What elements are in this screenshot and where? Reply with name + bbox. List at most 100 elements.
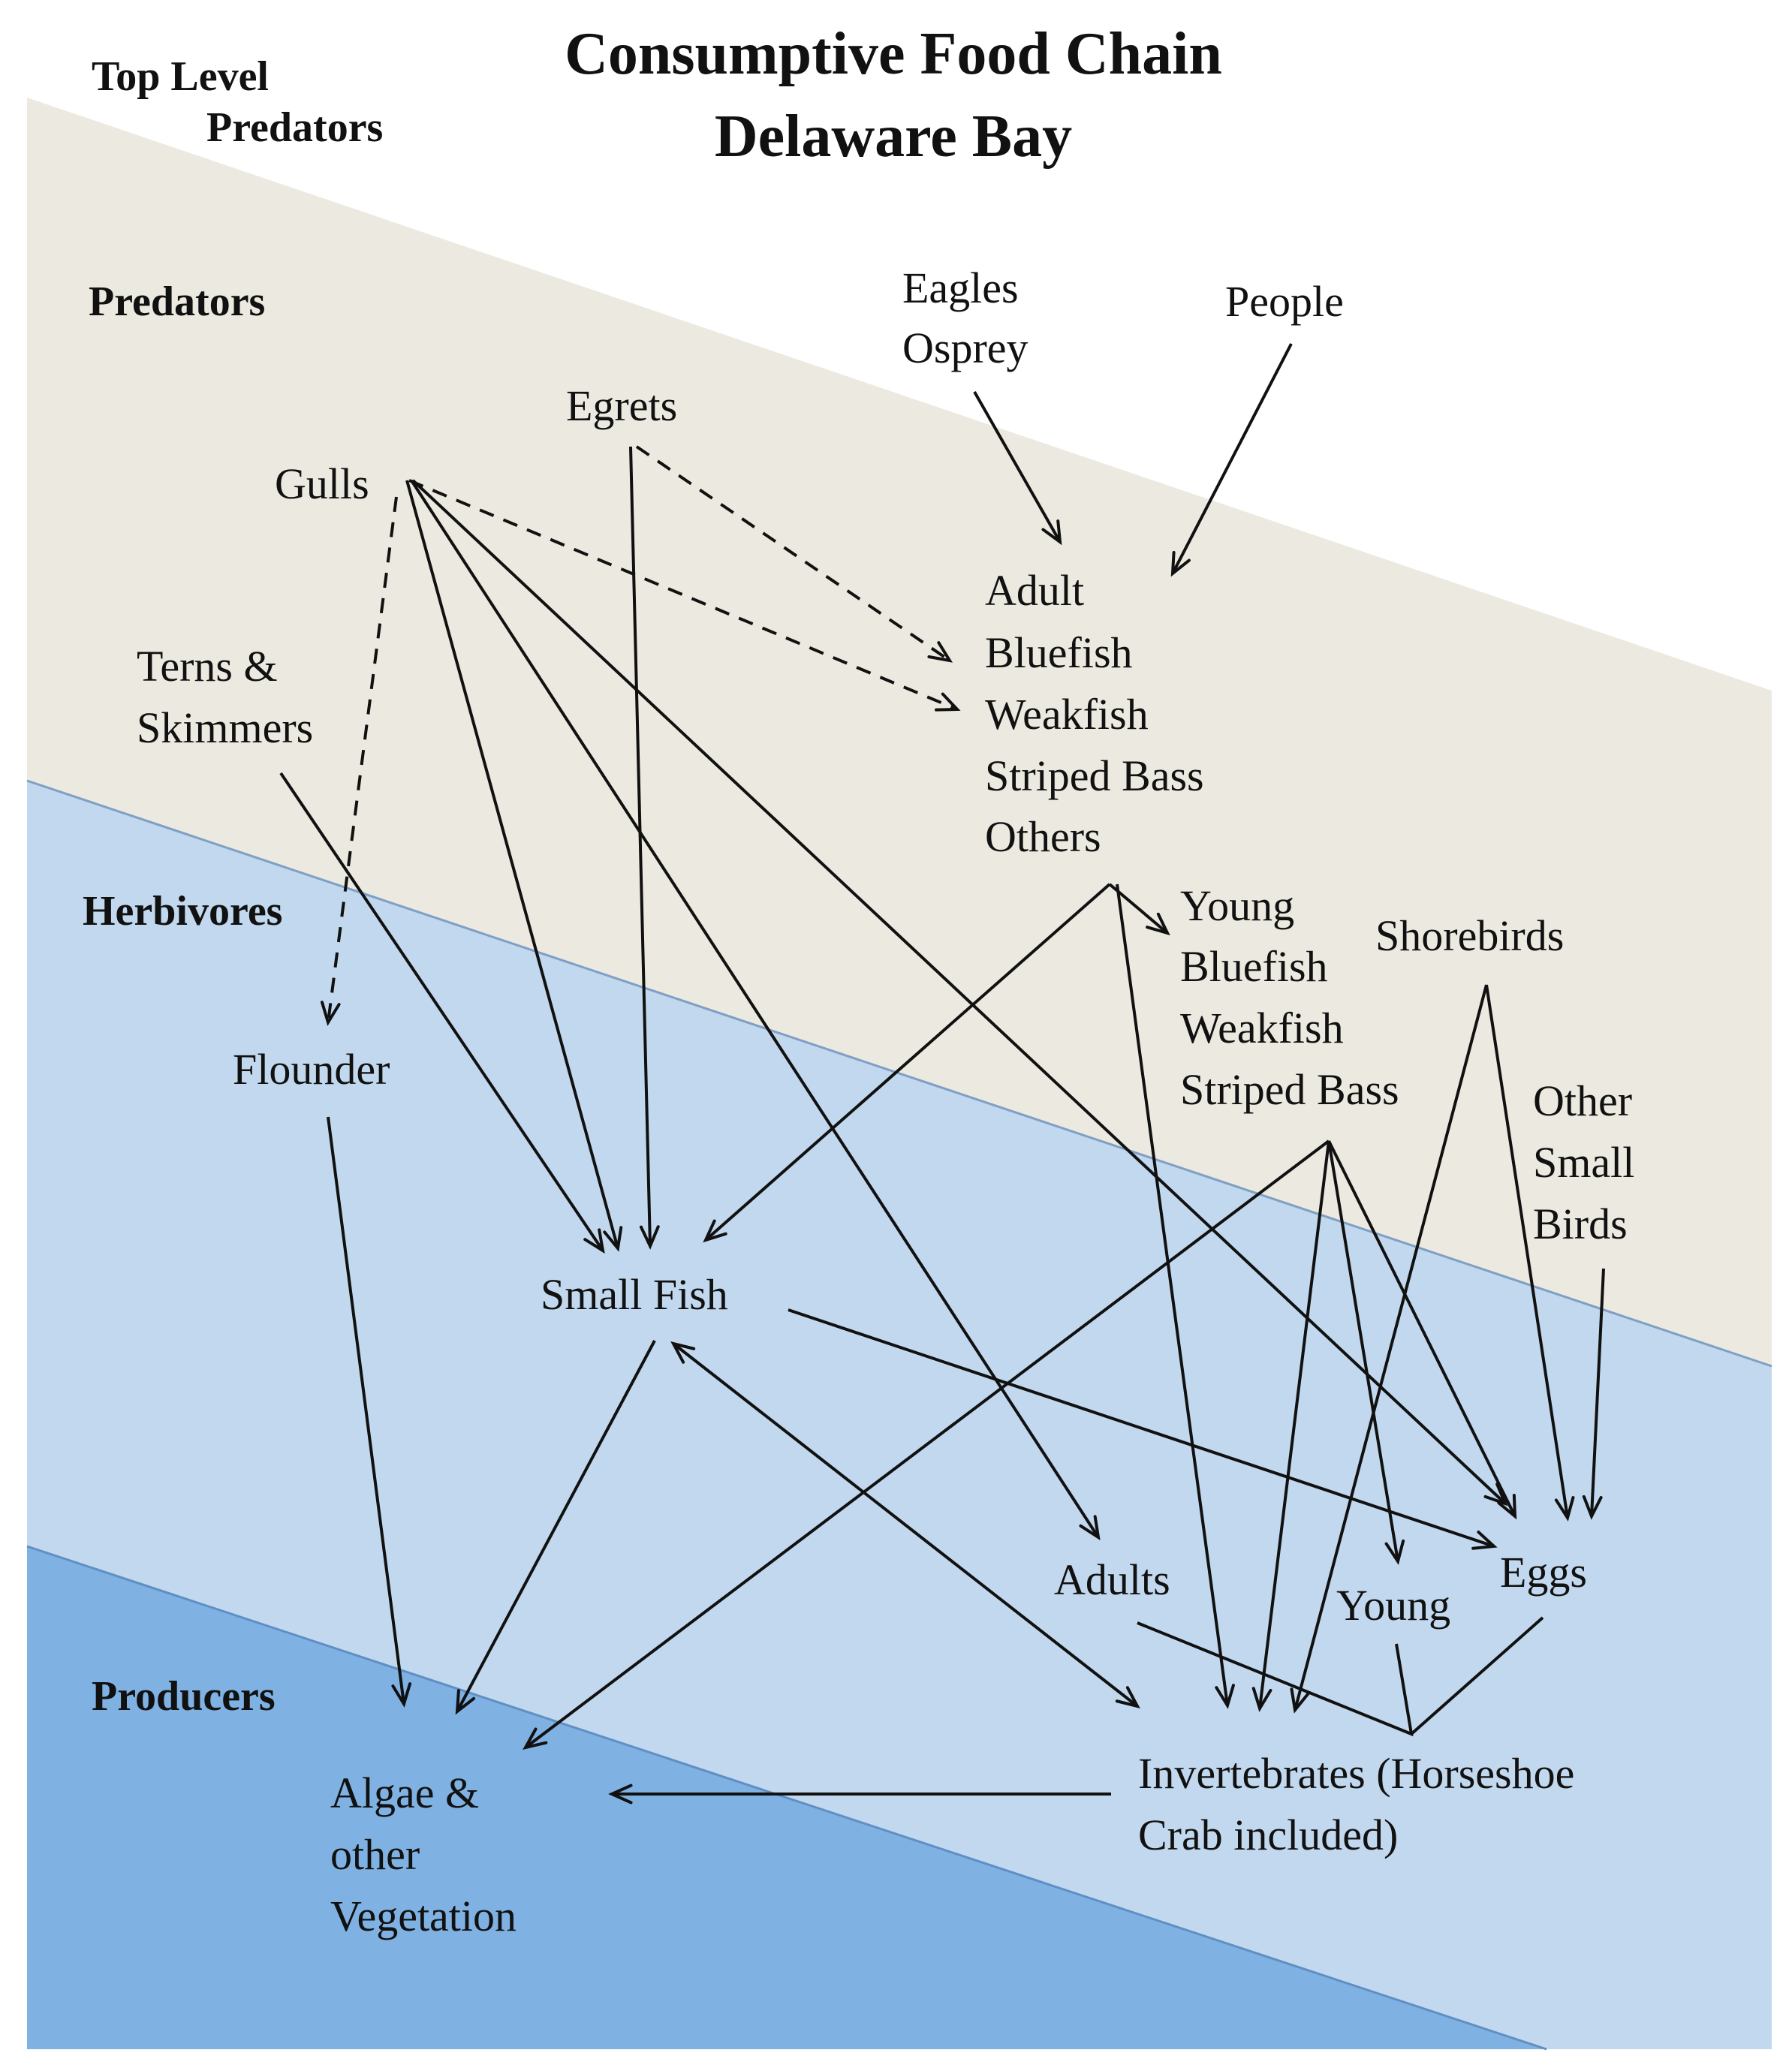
node-algae-line-2: other xyxy=(330,1830,420,1879)
node-eagles-osprey: Eagles Osprey xyxy=(902,263,1029,372)
nodes: Eagles Osprey People Egrets Gulls Terns … xyxy=(137,263,1634,1940)
edge-shorebirds-eggs-arrowhead xyxy=(1554,1496,1575,1522)
node-other-birds-line-3: Birds xyxy=(1533,1200,1628,1248)
node-terns-line-1: Terns & xyxy=(137,642,278,691)
node-invertebrates: Invertebrates (Horseshoe Crab included) xyxy=(1138,1749,1574,1859)
band-boundary-predator-herbivore xyxy=(26,779,1772,1368)
edge-small-fish-algae xyxy=(456,1340,656,1712)
edge-young-fish-eggs-arrowhead xyxy=(1497,1494,1517,1520)
edge-small-fish-eggs xyxy=(788,1308,1495,1548)
edge-gulls-eggs-arrowhead xyxy=(1483,1483,1508,1507)
edge-egrets-adult-fish xyxy=(635,445,951,662)
node-other-birds-line-1: Other xyxy=(1533,1076,1632,1125)
level-producers: Producers xyxy=(92,1673,276,1720)
edge-small-fish-algae-arrowhead xyxy=(455,1689,476,1715)
edge-young-fish-invertebrates-arrowhead xyxy=(1251,1687,1272,1712)
edge-adult-fish-invertebrates-arrowhead xyxy=(1215,1684,1235,1709)
edge-terns-small-fish xyxy=(279,772,604,1252)
node-adults: Adults xyxy=(1054,1555,1170,1604)
edge-gulls-adult-fish xyxy=(408,479,958,711)
grouping-eggs xyxy=(1410,1616,1544,1735)
node-adult-fish-line-3: Weakfish xyxy=(985,690,1149,739)
edge-small-fish-eggs-arrowhead xyxy=(1471,1531,1498,1550)
node-adult-fish-line-2: Bluefish xyxy=(985,628,1133,677)
headings: Consumptive Food Chain Delaware Bay Top … xyxy=(83,21,1222,1720)
node-small-fish: Small Fish xyxy=(541,1270,728,1319)
edge-gulls-adults-arrowhead xyxy=(1079,1515,1101,1541)
edge-eagles-adult-fish-arrowhead xyxy=(1041,519,1062,546)
edges xyxy=(279,343,1605,1796)
edge-gulls-flounder-arrowhead xyxy=(320,1001,341,1026)
node-gulls: Gulls xyxy=(275,459,369,508)
edge-gulls-flounder xyxy=(327,496,398,1023)
edge-gulls-small-fish-arrowhead xyxy=(603,1226,623,1252)
node-young-fish-line-1: Young xyxy=(1180,881,1294,930)
node-adult-fish: Adult Bluefish Weakfish Striped Bass Oth… xyxy=(985,566,1204,861)
edge-small-fish-invertebrates xyxy=(672,1342,1139,1708)
node-other-small-birds: Other Small Birds xyxy=(1533,1076,1634,1248)
edge-flounder-algae xyxy=(327,1116,405,1705)
edge-young-fish-invertebrates xyxy=(1258,1140,1330,1709)
node-young-fish: Young Bluefish Weakfish Striped Bass xyxy=(1180,881,1399,1114)
node-algae-line-1: Algae & xyxy=(330,1768,479,1817)
edge-egrets-small-fish-arrowhead xyxy=(639,1225,660,1250)
node-invertebrates-line-1: Invertebrates (Horseshoe xyxy=(1138,1749,1574,1798)
edge-eagles-adult-fish xyxy=(973,391,1062,543)
node-algae: Algae & other Vegetation xyxy=(330,1768,517,1940)
edge-gulls-adult-fish-arrowhead xyxy=(935,692,961,712)
edge-adult-fish-small-fish xyxy=(704,883,1111,1242)
title-line-1: Consumptive Food Chain xyxy=(565,21,1222,87)
edge-flounder-algae-arrowhead xyxy=(391,1682,412,1708)
edge-other-birds-eggs xyxy=(1590,1268,1605,1517)
edge-terns-small-fish-arrowhead xyxy=(583,1228,605,1254)
node-invertebrates-line-2: Crab included) xyxy=(1138,1811,1398,1859)
node-flounder: Flounder xyxy=(233,1045,390,1094)
level-predators: Predators xyxy=(89,278,265,325)
edge-shorebirds-invertebrates xyxy=(1294,984,1488,1711)
edge-egrets-adult-fish-arrowhead xyxy=(927,641,953,663)
node-eggs: Eggs xyxy=(1500,1548,1587,1597)
edge-adult-fish-small-fish-arrowhead xyxy=(703,1219,727,1243)
node-eagles-line-2: Osprey xyxy=(902,324,1029,372)
edge-gulls-small-fish xyxy=(405,480,619,1249)
arrowheads xyxy=(320,519,1603,1805)
edge-young-fish-eggs xyxy=(1327,1140,1516,1517)
node-shorebirds: Shorebirds xyxy=(1375,911,1564,960)
edge-young-fish-young-arrowhead xyxy=(1384,1539,1405,1565)
edge-young-fish-algae-arrowhead xyxy=(523,1727,548,1750)
edge-young-fish-algae xyxy=(524,1139,1330,1749)
node-people: People xyxy=(1225,277,1344,326)
edge-gulls-adults xyxy=(410,479,1100,1539)
level-herbivores: Herbivores xyxy=(83,888,282,935)
edge-small-fish-invertebrates-arrowhead-reverse xyxy=(670,1341,696,1364)
edge-people-adult-fish xyxy=(1171,343,1293,574)
node-other-birds-line-2: Small xyxy=(1533,1138,1634,1187)
edge-shorebirds-eggs xyxy=(1485,984,1569,1519)
node-adult-fish-line-4: Striped Bass xyxy=(985,751,1204,800)
node-terns-line-2: Skimmers xyxy=(137,703,313,752)
edge-adult-fish-invertebrates xyxy=(1116,883,1229,1706)
edge-invertebrates-algae-arrowhead xyxy=(608,1784,633,1805)
title-line-2: Delaware Bay xyxy=(715,104,1072,170)
edge-young-fish-young xyxy=(1327,1140,1399,1562)
node-eagles-line-1: Eagles xyxy=(902,263,1019,312)
predator-band xyxy=(27,98,1772,1366)
edge-gulls-eggs xyxy=(411,479,1507,1505)
node-adult-fish-line-1: Adult xyxy=(985,566,1084,615)
edge-small-fish-invertebrates-arrowhead xyxy=(1115,1686,1140,1709)
edge-egrets-small-fish xyxy=(629,446,652,1247)
node-young: Young xyxy=(1336,1581,1450,1630)
node-young-fish-line-3: Weakfish xyxy=(1180,1004,1344,1052)
node-terns-skimmers: Terns & Skimmers xyxy=(137,642,313,752)
edge-shorebirds-invertebrates-arrowhead xyxy=(1290,1687,1310,1714)
level-top-line-1: Top Level xyxy=(92,53,269,100)
edge-people-adult-fish-arrowhead xyxy=(1170,551,1191,577)
node-algae-line-3: Vegetation xyxy=(330,1892,517,1940)
level-top-line-2: Predators xyxy=(206,104,383,151)
node-young-fish-line-2: Bluefish xyxy=(1180,942,1328,991)
node-adult-fish-line-5: Others xyxy=(985,812,1101,861)
node-egrets: Egrets xyxy=(566,381,677,430)
edge-adult-fish-young-fish-arrowhead xyxy=(1146,912,1170,936)
edge-other-birds-eggs-arrowhead xyxy=(1582,1495,1603,1520)
